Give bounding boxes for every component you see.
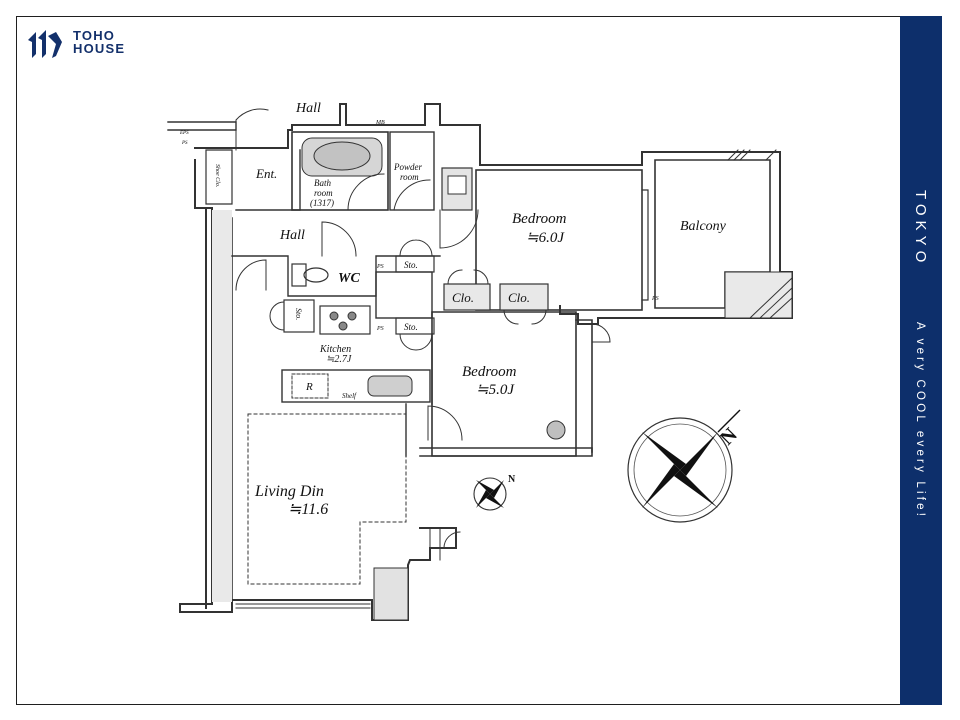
hall-left-door — [235, 259, 267, 291]
label-kitchen-size: ≒2.7J — [326, 354, 352, 365]
label-shoe-closet: Shoe Clo. — [214, 164, 220, 187]
stove — [319, 305, 371, 335]
sidebar-tagline: A very COOL every Life! — [914, 322, 926, 520]
powder-room-block — [389, 131, 435, 211]
label-bathroom-2: room — [314, 188, 333, 198]
sto-2-door — [399, 333, 433, 351]
label-ps-2: PS — [376, 326, 384, 332]
label-living-size: ≒11.6 — [288, 501, 328, 518]
kitchen-sto-side — [283, 299, 315, 333]
kitchen-counter-block — [375, 271, 433, 319]
label-storage-1: Sto. — [404, 260, 418, 270]
clo-2-door — [503, 309, 547, 325]
wc-toilet — [291, 263, 307, 287]
balcony-hatch-top — [727, 149, 777, 161]
brand-name: TOHO HOUSE — [73, 29, 125, 55]
compass-large — [627, 409, 741, 523]
sto-2-box — [395, 317, 435, 335]
living-balcony-door — [429, 527, 461, 561]
label-bathroom-size: (1317) — [310, 198, 334, 208]
stove-burner-1 — [329, 311, 339, 321]
label-hall-mid: Hall — [279, 228, 305, 243]
label-ps-3: PS — [651, 296, 659, 302]
label-ps-top: PS — [181, 141, 188, 146]
label-balcony: Balcony — [680, 219, 727, 234]
compass-small-north-label: N — [508, 474, 516, 485]
stove-burner-3 — [338, 321, 348, 331]
label-hall-top: Hall — [295, 101, 321, 116]
clo-2-box — [499, 283, 549, 311]
bedroom-2-door-right — [591, 323, 611, 343]
living-dashed-area — [247, 413, 407, 585]
label-bathroom: Bath — [314, 178, 331, 188]
brand-line1: TOHO — [73, 28, 116, 43]
ent-shoe-closet — [205, 149, 233, 205]
label-mb: MB — [375, 120, 385, 126]
label-eps: EPS — [179, 131, 189, 136]
label-storage-side: Sto. — [294, 308, 303, 320]
label-living: Living Din — [254, 483, 324, 500]
label-kitchen: Kitchen — [319, 344, 351, 355]
sidebar-city: TOKYO — [912, 190, 929, 268]
clo-1-door — [447, 269, 489, 285]
stove-burner-2 — [347, 311, 357, 321]
label-bedroom-2-size: ≒5.0J — [476, 382, 515, 398]
label-bedroom-2: Bedroom — [462, 364, 517, 380]
powder-door — [393, 179, 431, 211]
compass-large-north-label: N — [716, 423, 742, 449]
bath-block — [291, 131, 389, 211]
top-left-wall — [167, 121, 237, 131]
label-wc: WC — [338, 271, 360, 286]
balcony-hatch — [749, 277, 793, 319]
label-bedroom-1-size: ≒6.0J — [526, 230, 565, 246]
bedroom-2-wall-right — [575, 319, 593, 453]
label-entrance: Ent. — [255, 166, 277, 181]
brand-line2: HOUSE — [73, 41, 126, 56]
kitchen-counter — [281, 369, 431, 403]
hall-mid-door — [321, 221, 357, 257]
bedroom-2-door — [427, 405, 463, 441]
label-ps-1: PS — [376, 264, 384, 270]
bedroom-2-wall-bottom — [419, 447, 593, 457]
label-storage-2: Sto. — [404, 322, 418, 332]
kitchen-side-door — [269, 301, 285, 331]
label-closet-1: Clo. — [452, 290, 474, 305]
hall-door-top — [235, 108, 269, 151]
label-bedroom-1: Bedroom — [512, 211, 567, 227]
sto-1-door — [399, 239, 433, 257]
bottom-wall-window — [235, 603, 371, 609]
compass-small — [473, 477, 507, 511]
sidebar-band — [900, 16, 942, 705]
washer-inner — [447, 175, 467, 195]
bedroom-1-door — [439, 209, 479, 249]
left-wall-fill — [212, 210, 232, 602]
bedroom-2-fixture — [546, 420, 566, 440]
wc-bowl — [303, 267, 329, 283]
label-powder-room-2: room — [400, 172, 419, 182]
label-closet-2: Clo. — [508, 290, 530, 305]
bedroom-1-window — [641, 189, 649, 301]
ent-wall — [194, 103, 793, 325]
ent-wall-right — [235, 149, 301, 211]
refrigerator-box — [291, 373, 329, 399]
sink — [367, 375, 413, 397]
label-powder-room: Powder — [393, 162, 422, 172]
bedroom-1-outline — [475, 169, 643, 311]
clo-1-box — [443, 283, 491, 311]
bath-door — [347, 173, 385, 211]
bath-basin — [313, 141, 371, 171]
balcony-wall-fill — [724, 271, 793, 319]
label-shelf: Shelf — [342, 392, 357, 400]
label-refrigerator: R — [305, 381, 313, 393]
toho-house-logo-icon — [28, 30, 62, 58]
living-bottom-wall-fill — [373, 567, 409, 621]
